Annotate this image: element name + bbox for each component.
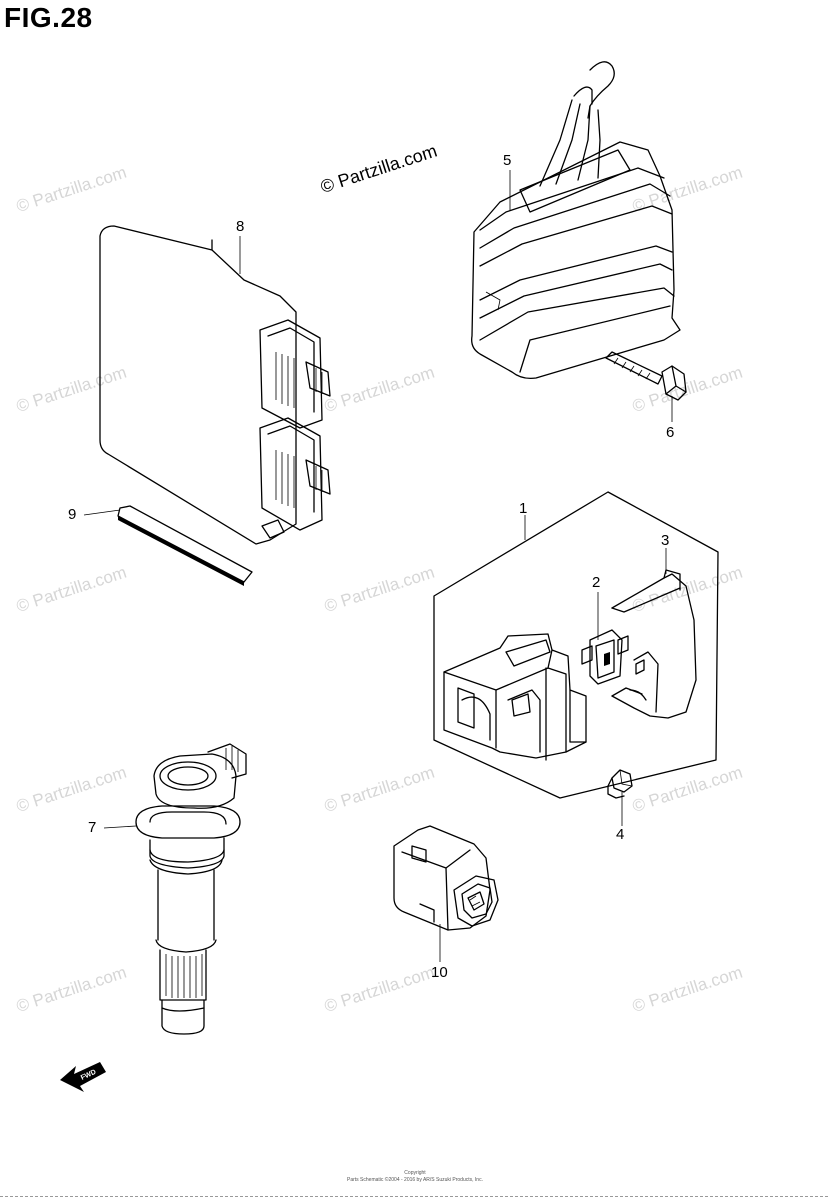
callout-4: 4 [616,826,625,843]
callout-3: 3 [661,532,670,549]
footer-credit: Copyright Parts Schematic ©2004 - 2016 b… [340,1170,490,1184]
bolt-6-drawing [605,351,687,401]
callout-9: 9 [68,506,77,523]
leader-lines [83,170,673,962]
regulator-drawing [471,61,681,380]
figure-title: FIG.28 [4,2,93,33]
callout-1: 1 [519,500,528,517]
footer-line-1: Copyright [404,1170,426,1176]
footer-line-2: Parts Schematic ©2004 - 2016 by AR/S Suz… [347,1177,483,1183]
callout-5: 5 [503,152,512,169]
callout-7: 7 [88,819,97,836]
callout-8: 8 [236,218,245,235]
ignition-coil-drawing [135,743,247,1035]
cover-drawing [611,569,697,719]
fuse-drawing [581,629,629,685]
relay-box-drawing [433,491,719,799]
relay-10-drawing [393,825,499,931]
callout-2: 2 [592,574,601,591]
callout-10: 10 [431,964,448,981]
ecm-unit-drawing [99,225,331,545]
cushion-pad-drawing [117,505,253,586]
bottom-rule [0,1196,828,1197]
fwd-arrow-icon: FWD [60,1062,106,1092]
bolt-4-drawing [607,769,633,799]
callout-6: 6 [666,424,675,441]
